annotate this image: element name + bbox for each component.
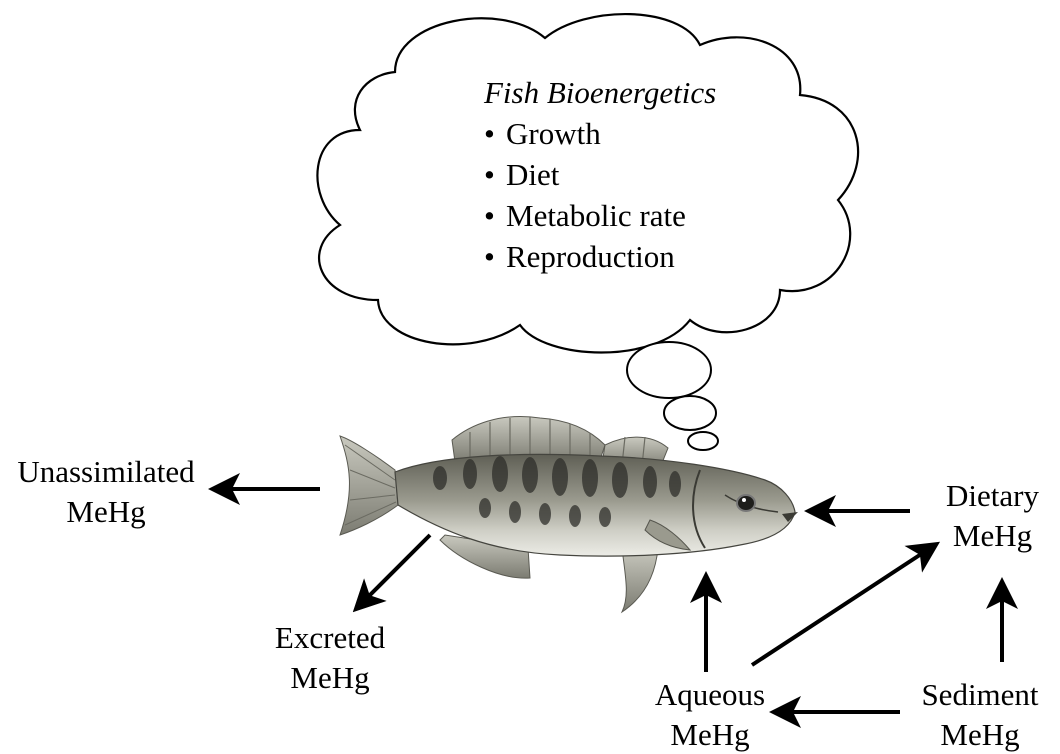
bioenergetics-item-reproduction: •Reproduction — [484, 236, 716, 277]
arrow-to-excreted — [357, 535, 430, 608]
bioenergetics-item-metabolic-rate: •Metabolic rate — [484, 195, 716, 236]
bioenergetics-list: Fish Bioenergetics •Growth •Diet •Metabo… — [484, 72, 716, 277]
label-aqueous-mehg: Aqueous MeHg — [630, 675, 790, 754]
bullet: • — [484, 154, 506, 195]
thought-bubble-small — [688, 432, 718, 450]
thought-bubble-large — [627, 342, 711, 398]
smallmouth-bass-icon — [340, 417, 798, 612]
arrow-aqueous-to-dietary — [752, 545, 935, 665]
thought-bubble-medium — [664, 396, 716, 430]
label-dietary-mehg: Dietary MeHg — [930, 476, 1055, 556]
label-sediment-mehg: Sediment MeHg — [905, 675, 1055, 754]
bullet: • — [484, 236, 506, 277]
bullet: • — [484, 195, 506, 236]
bullet: • — [484, 113, 506, 154]
label-unassimilated-mehg: Unassimilated MeHg — [8, 452, 204, 532]
fish-eye — [737, 495, 755, 511]
bioenergetics-item-growth: •Growth — [484, 113, 716, 154]
bioenergetics-item-diet: •Diet — [484, 154, 716, 195]
label-excreted-mehg: Excreted MeHg — [255, 618, 405, 698]
bioenergetics-title: Fish Bioenergetics — [484, 72, 716, 113]
